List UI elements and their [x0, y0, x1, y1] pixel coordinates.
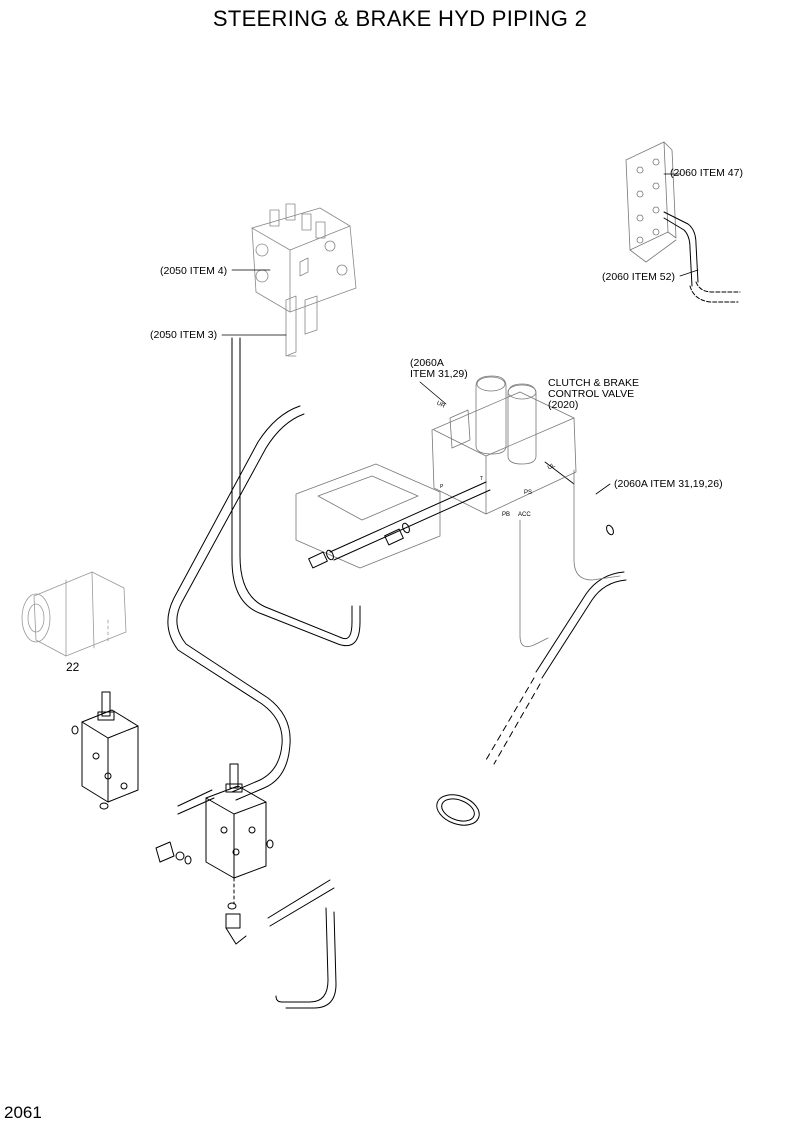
callout-2050-item-4: (2050 ITEM 4) — [160, 265, 228, 277]
callout-2060a-item-31-19-26: (2060A ITEM 31,19,26) — [614, 478, 723, 490]
hydraulic-lines — [167, 337, 627, 1009]
callout-2060-item-47: (2060 ITEM 47) — [670, 167, 743, 179]
callout-2050-item-3: (2050 ITEM 3) — [150, 329, 218, 341]
bracket-pipe — [663, 211, 741, 303]
page-number: 2061 — [4, 1103, 42, 1122]
clutch-brake-control-valve — [295, 375, 621, 648]
port-label-t: T — [480, 476, 484, 482]
port-label-acc: ACC — [518, 512, 531, 518]
callout-2060a-item-31-29: (2060A ITEM 31,29) — [410, 357, 468, 380]
callout-item-22: 22 — [66, 660, 80, 674]
callout-2060-item-52: (2060 ITEM 52) — [602, 271, 675, 283]
swivel-coupling — [436, 794, 480, 826]
leader-lines — [69, 173, 699, 669]
valve-block-left — [71, 691, 139, 810]
hydraulic-pump — [21, 571, 127, 657]
page-title: STEERING & BRAKE HYD PIPING 2 — [212, 6, 588, 31]
port-label-ps: PS — [524, 490, 533, 496]
callout-clutch-brake-valve: CLUTCH & BRAKE CONTROL VALVE (2020) — [548, 377, 640, 411]
valve-block-center — [155, 763, 274, 945]
port-label-p: P — [440, 484, 444, 490]
port-label-pb: PB — [502, 512, 511, 518]
steering-valve-assembly — [251, 203, 357, 357]
mounting-bracket — [625, 141, 677, 263]
valve-port-fittings — [308, 481, 614, 569]
